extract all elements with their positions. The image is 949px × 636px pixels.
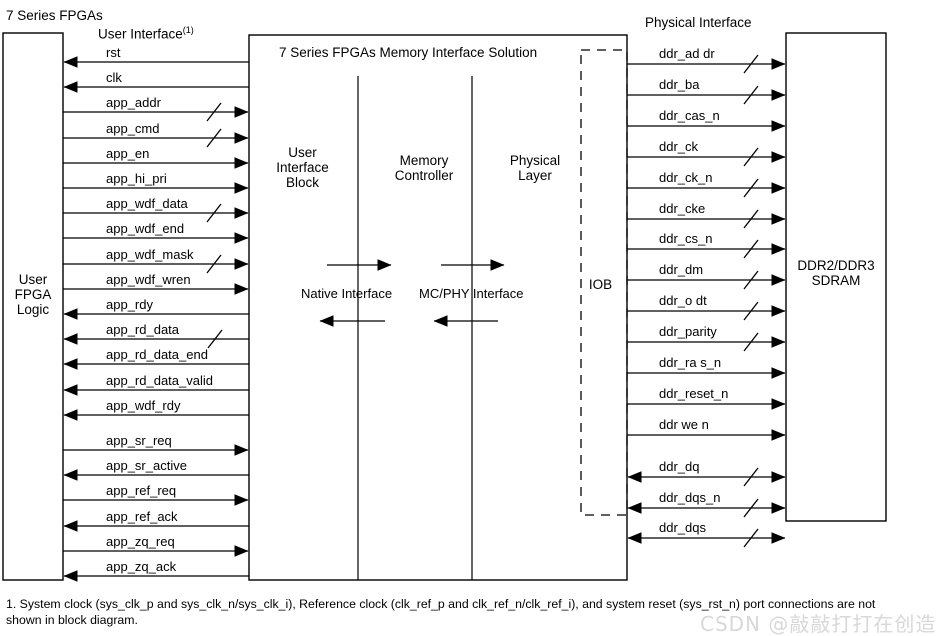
wire-ddr_cs_n xyxy=(627,239,786,259)
wire-ddr_ck xyxy=(627,147,786,167)
wire-ddr_dqs xyxy=(627,528,786,548)
physical-interface-heading: Physical Interface xyxy=(645,15,752,30)
signal-label-ddr_dqs_n: ddr_dqs_n xyxy=(659,490,721,505)
signal-label-app_addr: app_addr xyxy=(106,95,161,110)
signal-label-ddr_dq: ddr_dq xyxy=(659,459,700,474)
block-user-interface-block: User Interface Block xyxy=(276,145,329,190)
signal-label-ddr-we-n: ddr we n xyxy=(659,417,709,432)
memory-interface-solution-box xyxy=(248,34,628,581)
signal-label-app_wdf_wren: app_wdf_wren xyxy=(106,272,191,287)
bus-slash-marker xyxy=(207,329,223,349)
bus-slash-marker xyxy=(206,254,222,274)
wire-ddr_dm xyxy=(627,270,786,290)
signal-label-ddr_cs_n: ddr_cs_n xyxy=(659,231,713,246)
signal-label-app_rd_data_end: app_rd_data_end xyxy=(106,347,208,362)
signal-label-app_ref_ack: app_ref_ack xyxy=(106,509,178,524)
signal-label-ddr_reset_n: ddr_reset_n xyxy=(659,386,729,401)
wire-app_cmd xyxy=(63,128,249,148)
signal-label-rst: rst xyxy=(106,45,121,60)
sdram-box xyxy=(785,32,887,522)
signal-label-ddr_parity: ddr_parity xyxy=(659,324,717,339)
bus-slash-marker xyxy=(743,332,759,352)
wire-app_addr xyxy=(63,102,249,122)
mc-phy-interface-label: MC/PHY Interface xyxy=(419,286,524,301)
footnote-text: 1. System clock (sys_clk_p and sys_clk_n… xyxy=(6,597,876,627)
signal-label-ddr_dm: ddr_dm xyxy=(659,262,704,277)
signal-label-ddr_cas_n: ddr_cas_n xyxy=(659,108,720,123)
signal-label-app_en: app_en xyxy=(106,146,150,161)
signal-label-app_hi_pri: app_hi_pri xyxy=(106,171,167,186)
signal-label-app_sr_active: app_sr_active xyxy=(106,458,187,473)
bus-slash-marker xyxy=(206,203,222,223)
signal-label-app_wdf_end: app_wdf_end xyxy=(106,221,185,236)
wire-ddr_ck_n xyxy=(627,178,786,198)
bus-slash-marker xyxy=(743,498,759,518)
wire-ddr_dq xyxy=(627,467,786,487)
signal-label-ddr_cke: ddr_cke xyxy=(659,201,706,216)
wire-ddr_o dt xyxy=(627,301,786,321)
bus-slash-marker xyxy=(206,128,222,148)
signal-label-ddr_o-dt: ddr_o dt xyxy=(659,293,707,308)
signal-label-ddr_ra-s_n: ddr_ra s_n xyxy=(659,355,722,370)
wire-app_rd_data xyxy=(63,329,249,349)
signal-label-ddr_ck_n: ddr_ck_n xyxy=(659,170,713,185)
bus-slash-marker xyxy=(743,270,759,290)
signal-label-ddr_ba: ddr_ba xyxy=(659,77,700,92)
bus-slash-marker xyxy=(743,209,759,229)
wire-ddr_ba xyxy=(627,85,786,105)
box-outlines xyxy=(2,32,887,581)
signal-label-app_zq_ack: app_zq_ack xyxy=(106,559,177,574)
signal-label-app_rdy: app_rdy xyxy=(106,297,153,312)
signal-label-app_rd_data: app_rd_data xyxy=(106,322,180,337)
bus-slash-marker xyxy=(743,147,759,167)
signal-label-app_wdf_mask: app_wdf_mask xyxy=(106,247,194,262)
signal-label-app_wdf_data: app_wdf_data xyxy=(106,196,188,211)
block-memory-controller: Memory Controller xyxy=(394,153,454,183)
wire-app_wdf_data xyxy=(63,203,249,223)
block-iob: IOB xyxy=(588,277,613,292)
signal-label-app_cmd: app_cmd xyxy=(106,121,160,136)
bus-slash-marker xyxy=(743,301,759,321)
signal-label-ddr_dqs: ddr_dqs xyxy=(659,520,706,535)
top-left-title: 7 Series FPGAs xyxy=(6,8,103,23)
iob-box xyxy=(580,49,628,516)
signal-label-app_wdf_rdy: app_wdf_rdy xyxy=(106,398,181,413)
signal-label-app_ref_req: app_ref_req xyxy=(106,483,177,498)
mis-title: 7 Series FPGAs Memory Interface Solution xyxy=(279,45,538,60)
signal-label-ddr_ad-dr: ddr_ad dr xyxy=(659,46,715,61)
bus-slash-marker xyxy=(206,102,222,122)
wire-ddr_cke xyxy=(627,209,786,229)
block-user-fpga-logic: User FPGA Logic xyxy=(14,272,52,317)
wire-ddr_parity xyxy=(627,332,786,352)
signal-label-app_sr_req: app_sr_req xyxy=(106,433,172,448)
signal-label-clk: clk xyxy=(106,70,122,85)
user-fpga-logic-box xyxy=(2,32,64,581)
user-interface-heading: User Interface(1) xyxy=(98,25,194,42)
bus-slash-marker xyxy=(743,178,759,198)
block-sdram: DDR2/DDR3 SDRAM xyxy=(797,258,875,288)
signal-wires xyxy=(63,54,786,582)
signal-label-ddr_ck: ddr_ck xyxy=(659,139,699,154)
signal-label-app_rd_data_valid: app_rd_data_valid xyxy=(106,373,213,388)
block-physical-layer: Physical Layer xyxy=(509,153,561,183)
signal-label-app_zq_req: app_zq_req xyxy=(106,534,175,549)
native-interface-label: Native Interface xyxy=(301,286,393,301)
bus-slash-marker xyxy=(743,528,759,548)
user-interface-footnote-marker: (1) xyxy=(182,25,194,35)
watermark: CSDN @敲敲打打在创造 xyxy=(700,612,937,636)
bus-slash-marker xyxy=(743,54,759,74)
bus-slash-marker xyxy=(743,239,759,259)
wire-ddr_dqs_n xyxy=(627,498,786,518)
user-interface-heading-text: User Interface xyxy=(98,26,183,42)
wire-app_wdf_mask xyxy=(63,254,249,274)
bus-slash-marker xyxy=(743,85,759,105)
bus-slash-marker xyxy=(743,467,759,487)
wire-ddr_ad dr xyxy=(627,54,786,74)
